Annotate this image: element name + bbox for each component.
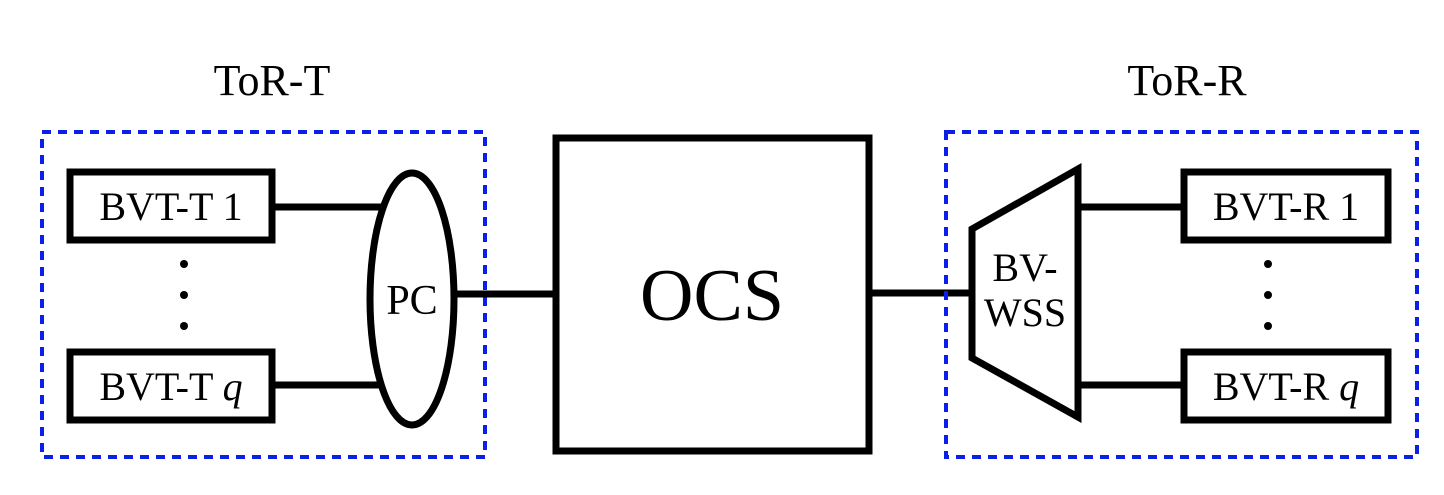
ellipsis-dot — [180, 260, 188, 268]
bvt-r-q-label: BVT-R q — [1213, 364, 1359, 409]
bvt-r-1-box: BVT-R 1 — [1180, 168, 1392, 244]
bv-wss-shape — [968, 162, 1082, 423]
bvt-t-q-box: BVT-T q — [66, 348, 276, 424]
bvt-r-1-label: BVT-R 1 — [1213, 184, 1359, 229]
ellipsis-dot — [1264, 260, 1272, 268]
bvt-r-q-rect — [1180, 348, 1392, 424]
pc-ellipse — [366, 169, 458, 429]
ellipsis-dot — [180, 291, 188, 299]
bvt-r-ellipsis-dots — [1264, 260, 1272, 330]
bvt-t-q-index: q — [223, 364, 243, 409]
bvt-t-ellipsis-dots — [180, 260, 188, 330]
bv-wss-label-line-2: WSS — [984, 290, 1066, 335]
ocs-switch: OCS — [552, 134, 873, 455]
tor-r-boundary — [944, 130, 1419, 459]
tor-t-title: ToR-T — [214, 56, 331, 105]
pc-label: PC — [386, 278, 437, 324]
ocs-box — [552, 134, 873, 455]
bvt-r-q-box: BVT-R q — [1180, 348, 1392, 424]
tor-r-group: ToR-R BV- WSS BVT-R 1 BVT-R q — [944, 56, 1419, 459]
bvt-t-q-rect — [66, 348, 276, 424]
power-combiner: PC — [366, 169, 458, 429]
bvt-t-1-prefix: BVT-T — [99, 184, 222, 229]
tor-t-group: ToR-T BVT-T 1 BVT-T q PC — [40, 56, 487, 459]
bvt-t-1-rect — [66, 168, 276, 244]
bvt-r-1-prefix: BVT-R — [1213, 184, 1339, 229]
ellipsis-dot — [1264, 291, 1272, 299]
bvt-t-q-prefix: BVT-T — [99, 364, 222, 409]
bv-wss-label-line-1: BV- — [992, 245, 1057, 290]
ellipsis-dot — [180, 322, 188, 330]
bvt-r-q-index: q — [1339, 364, 1359, 409]
bvt-r-q-prefix: BVT-R — [1213, 364, 1339, 409]
bvt-r-1-index: 1 — [1339, 184, 1359, 229]
tor-r-title: ToR-R — [1127, 56, 1247, 105]
ellipsis-dot — [1264, 322, 1272, 330]
bvt-t-1-index: 1 — [223, 184, 243, 229]
bvt-t-1-label: BVT-T 1 — [99, 184, 242, 229]
bvt-r-1-rect — [1180, 168, 1392, 244]
bvt-t-q-label: BVT-T q — [99, 364, 242, 409]
ocs-label: OCS — [640, 255, 784, 337]
bv-wss: BV- WSS — [968, 162, 1082, 423]
bvt-t-1-box: BVT-T 1 — [66, 168, 276, 244]
